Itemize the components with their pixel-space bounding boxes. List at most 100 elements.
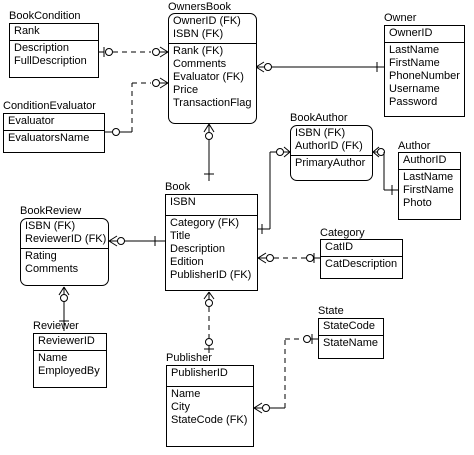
entity-attr-section: Name City StateCode (FK) (167, 386, 253, 429)
entity-key-section: OwnerID (FK) ISBN (FK) (169, 14, 256, 43)
entity-bookcondition[interactable]: Rank Description FullDescription (9, 23, 99, 78)
entity-title-book: Book (165, 181, 191, 193)
key-attribute: StateCode (323, 320, 375, 332)
entity-attr-section: Description FullDescription (10, 40, 98, 70)
attribute: TransactionFlag (173, 97, 252, 109)
key-attribute: PublisherID (171, 367, 228, 379)
rel-book-bookreview (108, 235, 165, 247)
entity-key-section: PublisherID (167, 366, 253, 386)
attribute: Password (389, 96, 438, 108)
rel-bookcondition-ownersbook (98, 46, 169, 58)
attribute: EmployedBy (38, 365, 100, 377)
key-attribute: AuthorID (403, 154, 447, 166)
attribute: Name (38, 352, 68, 364)
attribute: Evaluator (FK) (173, 71, 244, 83)
key-attribute: OwnerID (FK) (173, 15, 241, 27)
key-attribute: Rank (14, 25, 40, 37)
entity-publisher[interactable]: PublisherID Name City StateCode (FK) (166, 365, 254, 447)
entity-title-state: State (318, 305, 344, 317)
entity-category[interactable]: CatID CatDescription (320, 239, 403, 279)
attribute: Comments (173, 58, 227, 70)
entity-attr-section: LastName FirstName PhoneNumber Username … (385, 42, 464, 111)
entity-key-section: ISBN (FK) AuthorID (FK) (291, 126, 372, 155)
entity-attr-section: Rank (FK) Comments Evaluator (FK) Price … (169, 43, 256, 112)
entity-attr-section: LastName FirstName Photo (399, 169, 460, 212)
entity-key-section: StateCode (319, 319, 383, 335)
attribute: Username (389, 83, 440, 95)
entity-title-category: Category (320, 227, 365, 239)
entity-attr-section: Rating Comments (21, 248, 108, 278)
entity-key-section: AuthorID (399, 153, 460, 169)
entity-book[interactable]: ISBN Category (FK) Title Description Edi… (165, 194, 258, 291)
attribute: Comments (25, 263, 79, 275)
key-attribute: AuthorID (FK) (295, 140, 363, 152)
entity-author[interactable]: AuthorID LastName FirstName Photo (398, 152, 461, 220)
attribute: FullDescription (14, 55, 87, 67)
key-attribute: ISBN (FK) (173, 28, 224, 40)
key-attribute: ISBN (170, 196, 196, 208)
key-attribute: ReviewerID (38, 335, 95, 347)
key-attribute: ISBN (FK) (295, 127, 346, 139)
rel-reviewer-bookreview (58, 286, 70, 331)
key-attribute: Evaluator (8, 115, 55, 127)
rel-book-bookauthor (258, 146, 291, 234)
rel-author-bookauthor (372, 146, 398, 195)
entity-attr-section: StateName (319, 335, 383, 352)
entity-conditionevaluator[interactable]: Evaluator EvaluatorsName (3, 113, 105, 153)
attribute: PublisherID (FK) (170, 269, 252, 281)
entity-key-section: Rank (10, 24, 98, 40)
attribute: StateCode (FK) (171, 414, 248, 426)
attribute: Photo (403, 197, 432, 209)
entity-title-bookcondition: BookCondition (9, 10, 81, 22)
attribute: Title (170, 230, 191, 242)
attribute: LastName (403, 171, 454, 183)
rel-book-ownersbook (203, 123, 215, 181)
entity-title-conditionevaluator: ConditionEvaluator (3, 100, 96, 112)
attribute: PhoneNumber (389, 70, 460, 82)
entity-title-owner: Owner (384, 12, 417, 24)
attribute: Rank (FK) (173, 45, 224, 57)
entity-key-section: ISBN (FK) ReviewerID (FK) (21, 219, 108, 248)
rel-owner-ownersbook (255, 61, 384, 73)
attribute: EvaluatorsName (8, 132, 90, 144)
entity-title-author: Author (398, 140, 431, 152)
attribute: FirstName (389, 57, 440, 69)
entity-key-section: ReviewerID (34, 334, 106, 350)
entity-key-section: CatID (321, 240, 402, 256)
entity-ownersbook[interactable]: OwnerID (FK) ISBN (FK) Rank (FK) Comment… (168, 13, 257, 124)
attribute: Description (170, 243, 226, 255)
entity-title-ownersbook: OwnersBook (168, 1, 231, 13)
entity-title-publisher: Publisher (166, 352, 212, 364)
attribute: City (171, 401, 190, 413)
entity-key-section: OwnerID (385, 26, 464, 42)
rel-evaluator-ownersbook (105, 77, 169, 136)
attribute: PrimaryAuthor (295, 157, 366, 169)
attribute: Description (14, 42, 70, 54)
attribute: StateName (323, 337, 379, 349)
attribute: CatDescription (325, 258, 398, 270)
entity-key-section: ISBN (166, 195, 257, 215)
entity-bookreview[interactable]: ISBN (FK) ReviewerID (FK) Rating Comment… (20, 218, 109, 286)
entity-attr-section: EvaluatorsName (4, 130, 104, 147)
key-attribute: ISBN (FK) (25, 220, 76, 232)
entity-bookauthor[interactable]: ISBN (FK) AuthorID (FK) PrimaryAuthor (290, 125, 373, 181)
attribute: Price (173, 84, 199, 96)
attribute: LastName (389, 44, 440, 56)
entity-attr-section: Name EmployedBy (34, 350, 106, 380)
entity-attr-section: CatDescription (321, 256, 402, 273)
attribute: Category (FK) (170, 217, 240, 229)
key-attribute: OwnerID (389, 27, 433, 39)
rel-category-book (257, 252, 320, 264)
key-attribute: ReviewerID (FK) (25, 233, 107, 245)
rel-state-publisher (253, 334, 318, 414)
entity-attr-section: Category (FK) Title Description Edition … (166, 215, 257, 284)
entity-reviewer[interactable]: ReviewerID Name EmployedBy (33, 333, 107, 388)
entity-key-section: Evaluator (4, 114, 104, 130)
entity-title-bookreview: BookReview (20, 205, 82, 217)
entity-title-bookauthor: BookAuthor (290, 112, 348, 124)
attribute: Name (171, 388, 201, 400)
entity-owner[interactable]: OwnerID LastName FirstName PhoneNumber U… (384, 25, 465, 117)
entity-title-reviewer: Reviewer (33, 320, 79, 332)
entity-state[interactable]: StateCode StateName (318, 318, 384, 359)
